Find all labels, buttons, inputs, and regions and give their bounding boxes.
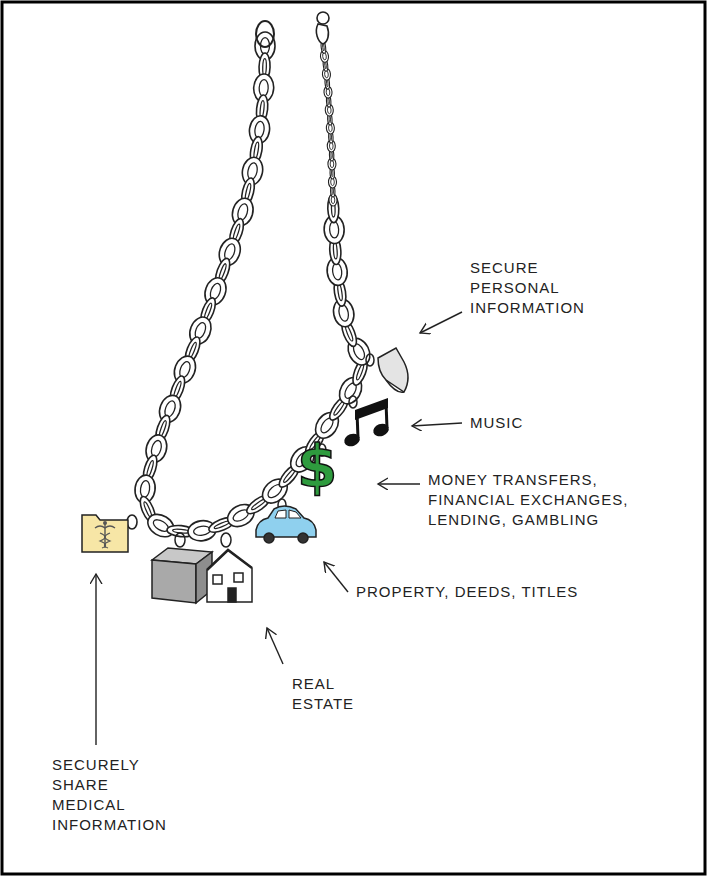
callout-text: SECURELY SHARE MEDICAL INFORMATION	[52, 755, 180, 835]
link-inner	[193, 525, 211, 536]
chain	[133, 32, 374, 543]
link-inner	[139, 480, 150, 498]
callout-text: PROPERTY, DEEDS, TITLES	[356, 582, 578, 602]
house-charm	[207, 533, 252, 602]
link-inner	[246, 162, 258, 180]
link-inner	[259, 100, 264, 117]
chain-link	[327, 194, 339, 222]
link-outer	[327, 194, 339, 222]
leader-arrows	[96, 312, 462, 745]
link-inner	[333, 242, 338, 259]
chain-links	[133, 32, 374, 543]
personal-info-charm	[366, 348, 408, 392]
leader-arrow	[267, 628, 283, 664]
link-inner	[254, 121, 265, 139]
chain-links	[320, 41, 337, 206]
link-inner	[355, 363, 364, 380]
link-inner	[262, 59, 266, 76]
link-inner	[337, 284, 343, 301]
callout-text: SECURE PERSONAL INFORMATION	[470, 258, 600, 318]
link-inner	[329, 221, 339, 238]
callout-text: MONEY TRANSFERS, FINANCIAL EXCHANGES, LE…	[428, 470, 653, 530]
end-ring	[256, 21, 274, 47]
callout-text: MUSIC	[470, 413, 523, 433]
link-inner	[338, 304, 350, 322]
leader-arrow	[378, 483, 420, 484]
link-inner	[332, 263, 343, 281]
link-inner	[259, 79, 269, 96]
chain-guide	[145, 46, 362, 532]
music-charm	[342, 396, 390, 448]
box-charm	[152, 533, 212, 603]
leader-arrow	[420, 312, 462, 333]
leader-arrow	[412, 423, 462, 426]
dollar-charm: $	[297, 436, 337, 498]
medical-folder-charm	[82, 515, 137, 552]
leader-arrow	[324, 562, 348, 592]
leader-arrow	[95, 574, 96, 745]
chain-guide	[323, 44, 333, 200]
car-charm	[256, 499, 316, 543]
clasp	[316, 12, 329, 44]
callout-text: REAL ESTATE	[292, 674, 377, 714]
link-inner	[322, 44, 324, 51]
